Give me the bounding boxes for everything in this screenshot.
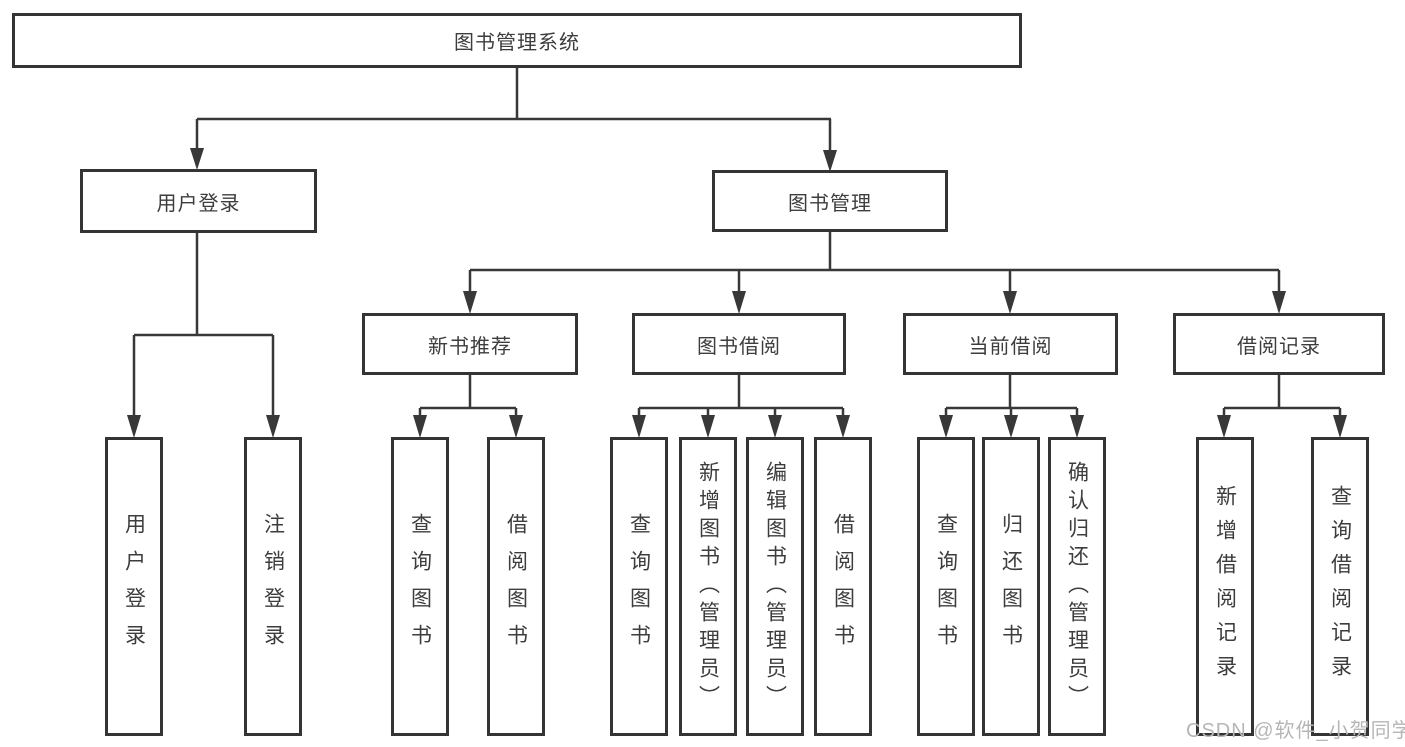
leaf-label: 归还图书 — [999, 512, 1023, 661]
leaf-label: 用户登录 — [122, 512, 146, 661]
node-leaf-borrow-books-1: 借阅图书 — [487, 437, 545, 736]
node-leaf-query-books-2: 查询图书 — [610, 437, 668, 736]
node-borrow-records: 借阅记录 — [1173, 313, 1385, 375]
node-leaf-logout: 注销登录 — [244, 437, 302, 736]
node-user-login: 用户登录 — [80, 169, 317, 233]
node-book-management: 图书管理 — [712, 170, 948, 232]
node-leaf-add-borrow-record: 新增借阅记录 — [1196, 437, 1254, 736]
arrowhead-icons — [127, 148, 1347, 438]
node-current-borrow: 当前借阅 — [903, 313, 1118, 375]
leaf-label: 查询图书 — [627, 512, 651, 661]
node-new-book-recommend: 新书推荐 — [362, 313, 578, 375]
leaf-label: 编辑图书（管理员） — [763, 460, 787, 713]
node-library-system: 图书管理系统 — [12, 13, 1022, 68]
csdn-watermark: CSDN @软件_小贺同学 — [1186, 720, 1405, 742]
leaf-label: 新增借阅记录 — [1213, 484, 1237, 689]
leaf-label: 借阅图书 — [504, 512, 528, 661]
leaf-label: 查询借阅记录 — [1328, 484, 1352, 689]
leaf-label: 借阅图书 — [831, 512, 855, 661]
node-book-borrow: 图书借阅 — [632, 313, 846, 375]
leaf-label: 查询图书 — [934, 512, 958, 661]
leaf-label: 新增图书（管理员） — [696, 460, 720, 713]
node-leaf-borrow-books-2: 借阅图书 — [814, 437, 872, 736]
node-leaf-user-login: 用户登录 — [105, 437, 163, 736]
leaf-label: 查询图书 — [408, 512, 432, 661]
node-leaf-query-books-3: 查询图书 — [917, 437, 975, 736]
node-leaf-edit-books-admin: 编辑图书（管理员） — [746, 437, 804, 736]
node-leaf-return-books: 归还图书 — [982, 437, 1040, 736]
node-leaf-confirm-return-admin: 确认归还（管理员） — [1048, 437, 1106, 736]
node-leaf-query-borrow-record: 查询借阅记录 — [1311, 437, 1369, 736]
node-leaf-add-books-admin: 新增图书（管理员） — [679, 437, 737, 736]
leaf-label: 确认归还（管理员） — [1065, 460, 1089, 713]
node-leaf-query-books-1: 查询图书 — [391, 437, 449, 736]
leaf-label: 注销登录 — [261, 512, 285, 661]
